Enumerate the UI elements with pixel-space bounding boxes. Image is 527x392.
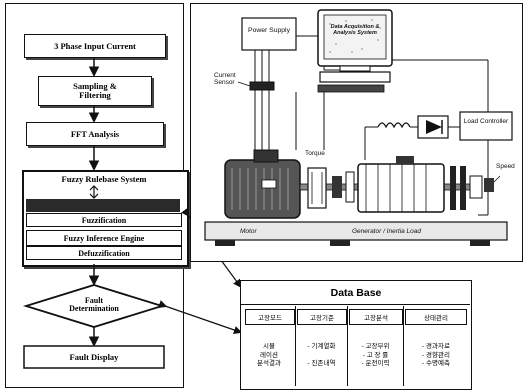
db-col-condition-mgmt: - 경과자료 - 경향관리 - 수명예측 bbox=[404, 330, 468, 382]
generator-body bbox=[357, 163, 445, 213]
step-fft-label: FFT Analysis bbox=[70, 128, 120, 139]
load-controller-box bbox=[459, 111, 513, 141]
db-item: - 수명예측 bbox=[422, 360, 450, 368]
link-decision-database bbox=[157, 300, 243, 335]
defuzzification-label: Defuzzification bbox=[78, 248, 130, 258]
keyboard bbox=[317, 84, 385, 93]
step-sampling: Sampling & Filtering bbox=[38, 76, 152, 106]
db-header-condition-mgmt: 상태관리 bbox=[405, 309, 467, 325]
db-item: 분석결과 bbox=[257, 360, 281, 368]
db-header-fault-mode: 고장모드 bbox=[245, 309, 295, 325]
inertia-disk-2 bbox=[460, 166, 466, 210]
torque-sensor bbox=[307, 167, 327, 209]
motor-label: Motor bbox=[240, 228, 257, 235]
coil bbox=[377, 122, 411, 129]
current-sensor bbox=[249, 81, 275, 91]
base-plate bbox=[204, 221, 508, 241]
load-controller-label: Load Controller bbox=[463, 118, 509, 125]
db-item: - 경과자료 bbox=[422, 342, 450, 350]
current-sensor-label: Current Sensor bbox=[214, 72, 236, 87]
db-header-fault-criteria: 고장기준 bbox=[297, 309, 347, 325]
speed-label: Speed bbox=[496, 163, 515, 170]
db-divider-3 bbox=[403, 306, 404, 386]
defuzzification-row: Defuzzification bbox=[26, 246, 182, 260]
step-sampling-label: Sampling & Filtering bbox=[73, 81, 117, 100]
database-title: Data Base bbox=[330, 287, 382, 299]
step-input-current-label: 3 Phase Input Current bbox=[54, 40, 136, 51]
db-col-fault-criteria: - 기계열화 - 진존내역 bbox=[296, 330, 347, 382]
database-title-divider bbox=[241, 304, 470, 305]
torque-label: Torque bbox=[305, 150, 325, 157]
db-divider-1 bbox=[295, 306, 296, 386]
step-input-current: 3 Phase Input Current bbox=[24, 34, 166, 58]
db-item: - 경향관리 bbox=[422, 351, 450, 359]
db-item: - 진존내역 bbox=[307, 360, 336, 368]
fault-display-box bbox=[23, 345, 165, 369]
db-item: 레이션 bbox=[260, 351, 278, 359]
db-item: - 고 장 률 bbox=[362, 351, 389, 359]
database-panel bbox=[240, 280, 472, 390]
inference-engine-label: Fuzzy Inference Engine bbox=[63, 233, 145, 243]
fault-display-label: Fault Display bbox=[69, 352, 119, 362]
inertia-disk-1 bbox=[450, 166, 456, 210]
db-header-fault-analysis: 고장분석 bbox=[349, 309, 403, 325]
generator-label: Generator / Inertia Load bbox=[352, 228, 422, 235]
db-divider-2 bbox=[347, 306, 348, 386]
fault-determination-diamond bbox=[22, 284, 166, 328]
fault-determination-label: Fault Determination bbox=[69, 296, 119, 314]
fuzzification-label: Fuzzification bbox=[81, 215, 127, 225]
power-supply-label: Power Supply bbox=[248, 27, 290, 34]
screen-label: Data Acquisition & Analysis System bbox=[330, 24, 380, 37]
motor-body bbox=[224, 159, 301, 219]
speed-sensor bbox=[484, 178, 494, 192]
step-fft: FFT Analysis bbox=[26, 122, 164, 146]
db-col-fault-analysis: - 고장부위 - 고 장 률 - 운전이력 bbox=[348, 330, 403, 382]
db-item: - 고장부위 bbox=[361, 342, 390, 350]
db-item: - 기계열화 bbox=[307, 342, 336, 350]
fuzzy-system-title: Fuzzy Rulebase System bbox=[61, 174, 147, 184]
rulebase-dark-band bbox=[26, 199, 180, 212]
computer-base bbox=[319, 71, 391, 83]
db-col-fault-mode: 시뮬 레이션 분석결과 bbox=[243, 330, 295, 382]
db-item: 시뮬 bbox=[263, 342, 275, 350]
db-item: - 운전이력 bbox=[361, 360, 390, 368]
